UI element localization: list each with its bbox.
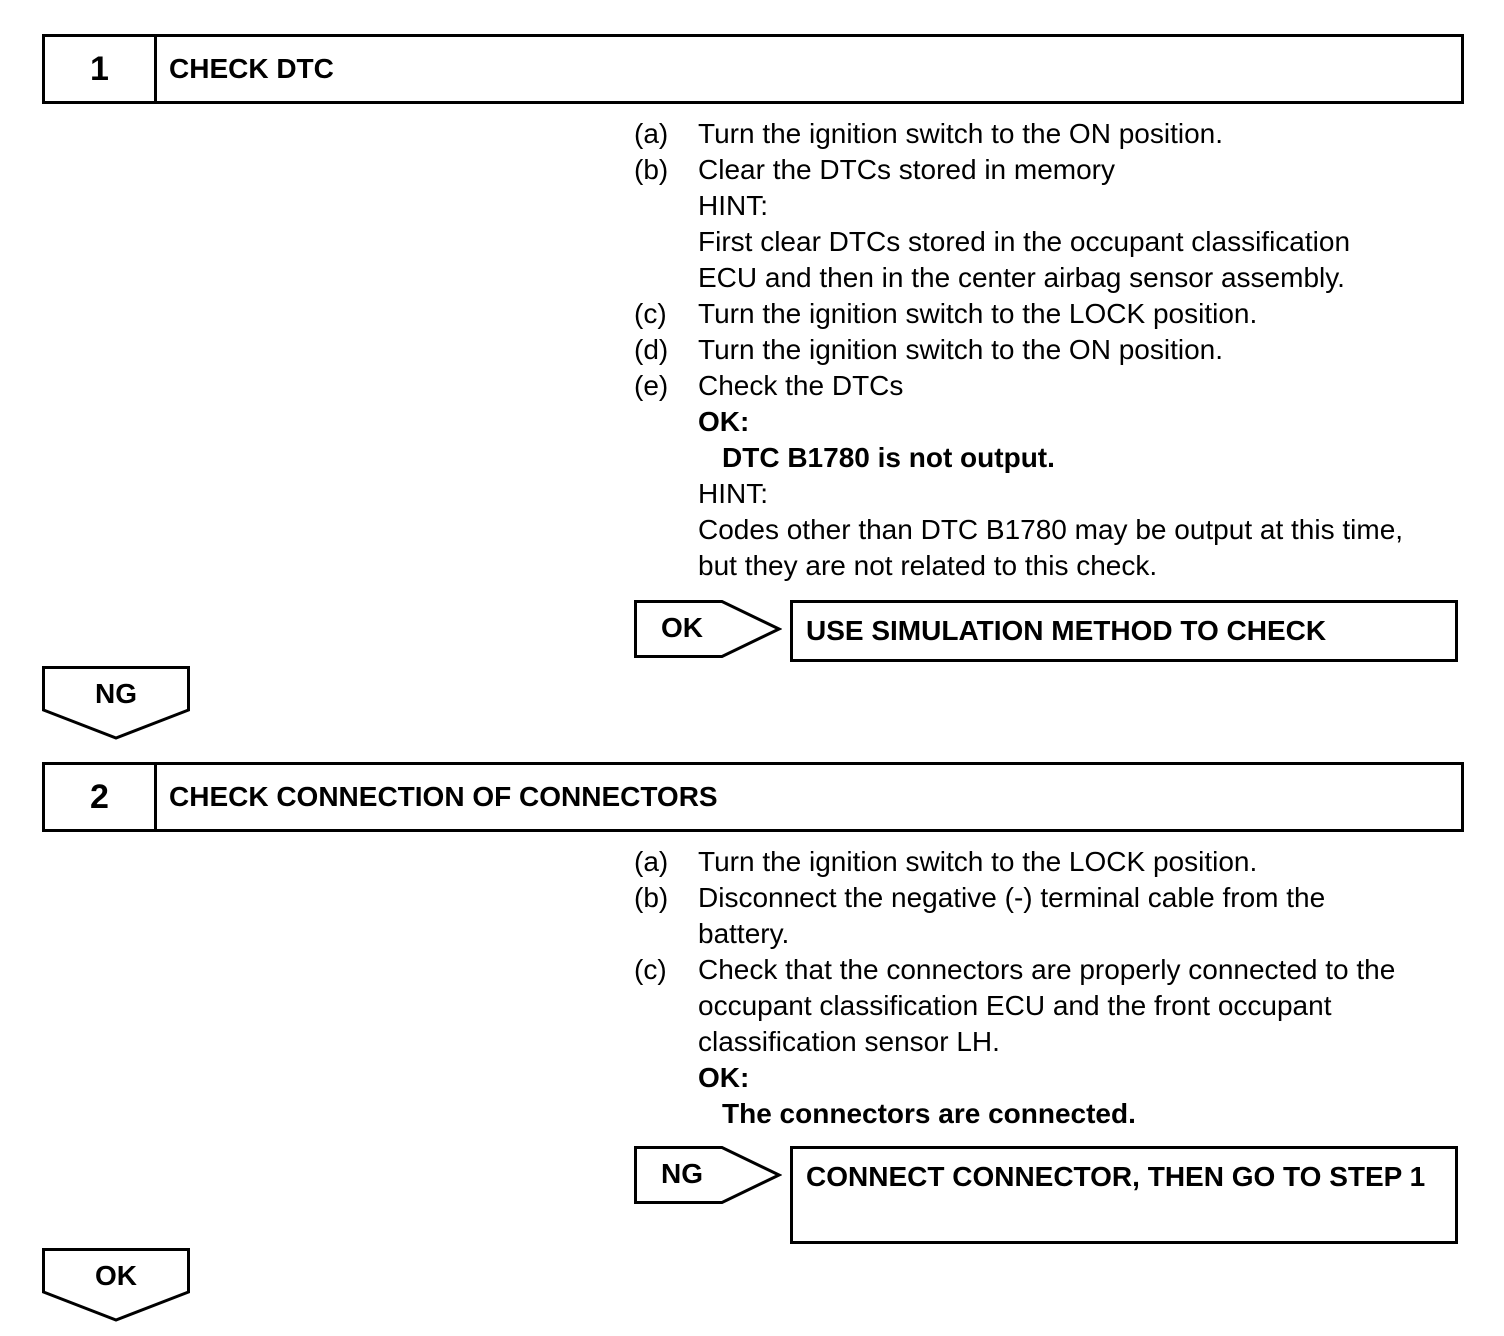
step-1-ok-heading: OK: [634,404,1464,440]
step-1-hint2-heading: HINT: [634,476,1464,512]
step-1-ok-criteria: DTC B1780 is not output. [634,440,1464,476]
step-1-number: 1 [45,37,157,101]
item-text: Turn the ignition switch to the LOCK pos… [698,846,1258,877]
item-text: occupant classification ECU and the fron… [698,990,1332,1021]
step-2-number: 2 [45,765,157,829]
item-text: ECU and then in the center airbag sensor… [698,262,1345,293]
step-1-hint2-line-2: but they are not related to this check. [634,548,1464,584]
item-label: (b) [634,154,669,185]
item-text: Clear the DTCs stored in memory [698,154,1116,185]
step-1-ng-down-arrow: NG [42,666,190,740]
step-1-item-e: (e) Check the DTCs [634,368,1464,404]
step-2-ok-criteria: The connectors are connected. [634,1096,1464,1132]
step-2-item-c: (c) Check that the connectors are proper… [634,952,1464,988]
step-2-item-c-cont-2: classification sensor LH. [634,1024,1464,1060]
item-text: First clear DTCs stored in the occupant … [698,226,1351,257]
step-2-item-b-cont: battery. [634,916,1464,952]
item-label: (c) [634,298,667,329]
step-1-hint2-line-1: Codes other than DTC B1780 may be output… [634,512,1464,548]
step-1-ng-label: NG [95,678,137,709]
item-label: (a) [634,118,669,149]
step-1-item-b: (b) Clear the DTCs stored in memory [634,152,1464,188]
step-1-ok-tag-label: OK [661,612,703,643]
step-1-hint-line-1: First clear DTCs stored in the occupant … [634,224,1464,260]
step-1-item-d: (d) Turn the ignition switch to the ON p… [634,332,1464,368]
step-1-ok-arrow-tag: OK [634,600,782,658]
item-text: Turn the ignition switch to the ON posit… [698,334,1223,365]
step-2-ok-label: OK [95,1260,137,1291]
step-1-title: CHECK DTC [169,53,334,84]
step-1-header: 1 CHECK DTC [42,34,1464,104]
item-text: Check that the connectors are properly c… [698,954,1396,985]
step-2-ng-arrow-tag: NG [634,1146,782,1204]
item-text: Check the DTCs [698,370,904,401]
step-1-ok-result-box: USE SIMULATION METHOD TO CHECK [790,600,1458,662]
step-2-title: CHECK CONNECTION OF CONNECTORS [169,781,718,812]
hint-text: Codes other than DTC B1780 may be output… [698,514,1404,545]
down-arrow-tag-icon [42,1248,190,1322]
step-1-hint-heading: HINT: [634,188,1464,224]
item-label: (a) [634,846,669,877]
item-text: Disconnect the negative (-) terminal cab… [698,882,1326,913]
step-2-item-c-cont-1: occupant classification ECU and the fron… [634,988,1464,1024]
step-1-hint-line-2: ECU and then in the center airbag sensor… [634,260,1464,296]
ok-criteria: The connectors are connected. [722,1098,1136,1129]
step-1-item-a: (a) Turn the ignition switch to the ON p… [634,116,1464,152]
item-text: classification sensor LH. [698,1026,1000,1057]
hint-heading: HINT: [698,478,768,509]
down-arrow-tag-icon [42,666,190,740]
step-2-ng-result-box: CONNECT CONNECTOR, THEN GO TO STEP 1 [790,1146,1458,1244]
ok-heading: OK: [698,1062,750,1093]
item-text: Turn the ignition switch to the ON posit… [698,118,1223,149]
step-2-ok-down-arrow: OK [42,1248,190,1322]
hint-text: but they are not related to this check. [698,550,1158,581]
step-2-ng-result-text: CONNECT CONNECTOR, THEN GO TO STEP 1 [806,1161,1426,1192]
item-text: HINT: [698,190,768,221]
item-label: (b) [634,882,669,913]
ok-criteria: DTC B1780 is not output. [722,442,1055,473]
item-label: (c) [634,954,667,985]
step-1-item-c: (c) Turn the ignition switch to the LOCK… [634,296,1464,332]
step-2-item-b: (b) Disconnect the negative (-) terminal… [634,880,1464,916]
right-arrow-tag-icon [634,600,782,658]
ok-heading: OK: [698,406,750,437]
step-1-procedure: (a) Turn the ignition switch to the ON p… [634,116,1464,584]
item-text: Turn the ignition switch to the LOCK pos… [698,298,1258,329]
item-label: (d) [634,334,669,365]
item-label: (e) [634,370,669,401]
right-arrow-tag-icon [634,1146,782,1204]
item-text: battery. [698,918,790,949]
step-2-ng-tag-label: NG [661,1158,703,1189]
step-2-item-a: (a) Turn the ignition switch to the LOCK… [634,844,1464,880]
step-2-header: 2 CHECK CONNECTION OF CONNECTORS [42,762,1464,832]
step-2-ok-heading: OK: [634,1060,1464,1096]
step-2-procedure: (a) Turn the ignition switch to the LOCK… [634,844,1464,1132]
step-1-ok-result-text: USE SIMULATION METHOD TO CHECK [806,615,1327,646]
